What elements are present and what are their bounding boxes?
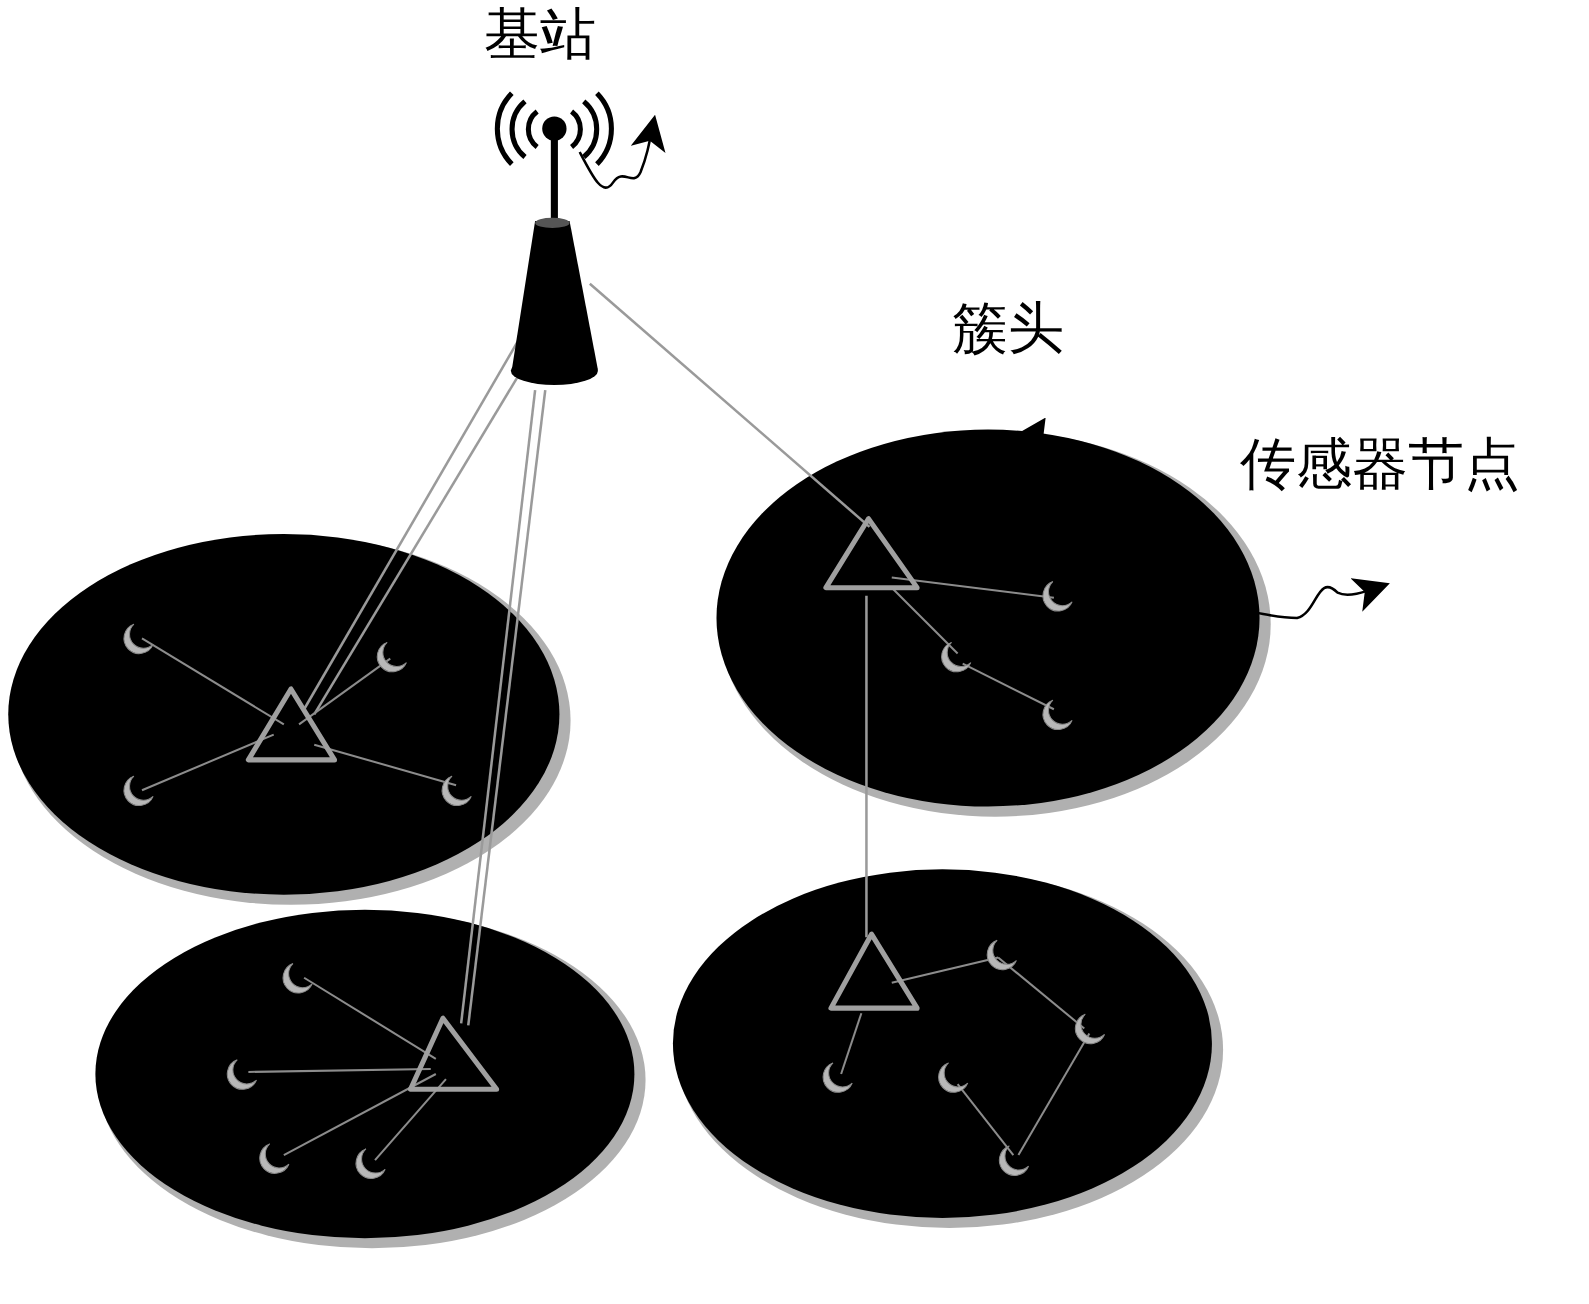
base-station <box>497 93 611 385</box>
sensor-node <box>124 582 1105 1179</box>
cluster-head-triangle <box>248 519 917 1089</box>
cluster-region <box>8 430 1270 1249</box>
link-line <box>304 284 869 1026</box>
callout-label: 传感器节点 <box>1240 432 1520 496</box>
callout-label: 簇头 <box>952 296 1064 360</box>
member-link <box>142 578 1089 1161</box>
callout-label: 基站 <box>484 2 596 66</box>
callout-arrow <box>580 122 1383 654</box>
